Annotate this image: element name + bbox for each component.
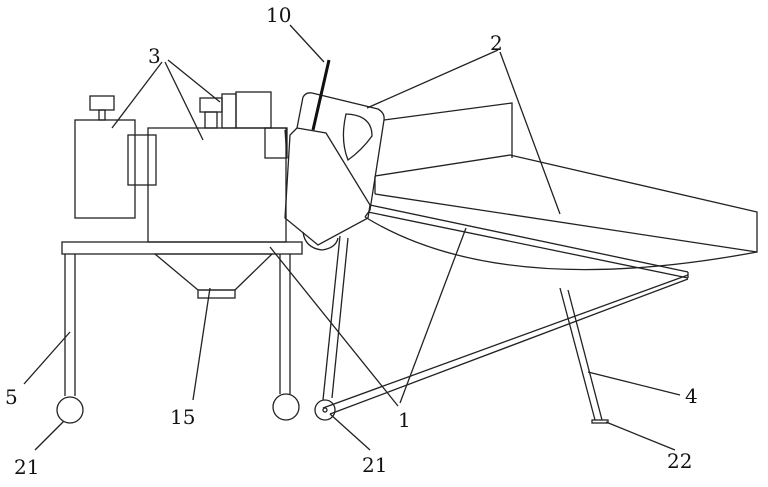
hopper [155,254,272,290]
frame [57,242,302,423]
rod [313,60,329,130]
foot [592,420,608,423]
label-21-right: 21 [362,453,387,477]
leader-lines [24,25,680,450]
callout-labels: 10 3 2 1 5 15 21 21 4 22 [5,3,698,479]
main-box [148,92,287,242]
label-5: 5 [5,385,18,409]
label-10: 10 [266,3,291,27]
label-2: 2 [490,31,503,55]
label-15: 15 [170,405,195,429]
wheel-middle [273,394,299,420]
label-4: 4 [685,384,698,408]
left-motor [75,96,156,218]
wheel-left [57,397,83,423]
label-22: 22 [667,449,692,473]
shredder-head [285,60,384,250]
label-1: 1 [398,408,411,432]
label-3: 3 [148,44,161,68]
label-21-left: 21 [14,455,39,479]
wheel-right [315,400,335,420]
